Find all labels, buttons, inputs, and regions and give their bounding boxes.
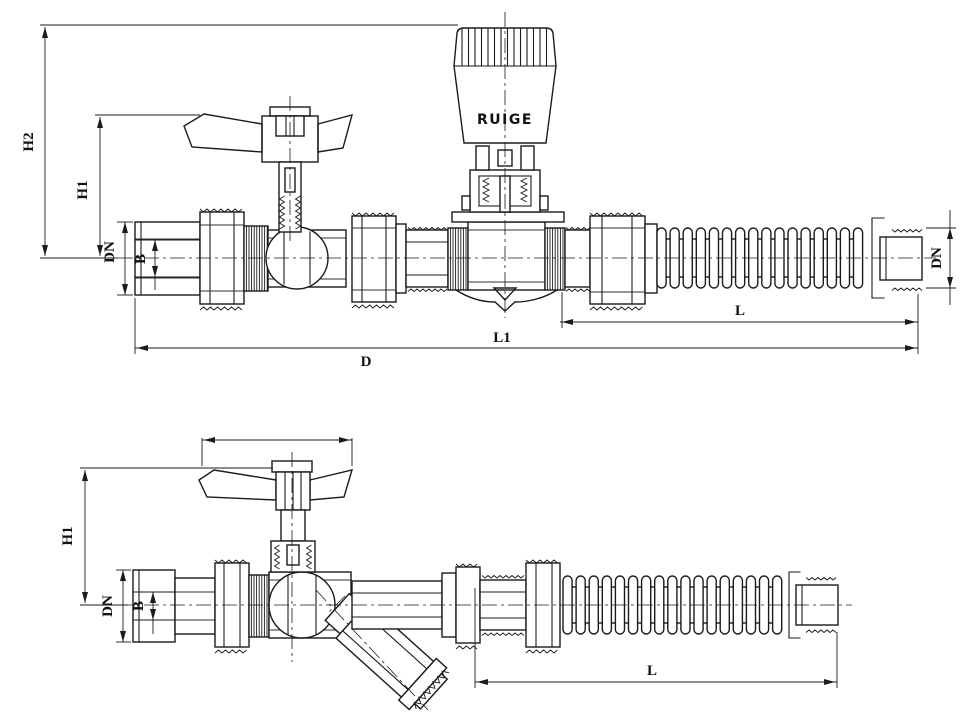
head-ribs [461,28,548,67]
dim-h2: H2 [21,24,458,259]
dim-handle-width [201,438,353,466]
dim-label-h1: H1 [75,180,91,199]
dim-h1-bottom: H1 [60,467,273,606]
brand-label: RUIGE [477,112,533,128]
union-nut-2 [351,215,407,303]
top-assembly-drawing: RUIGE [134,27,923,312]
connector-pipe [405,229,449,288]
top-dim-arrows [42,27,953,351]
dim-label-d: D [361,354,372,370]
tailpiece-left [134,221,201,296]
dim-l-bottom: L [474,588,838,688]
dim-l1: L1 D [134,298,918,370]
hose-union [564,215,658,305]
dim-dn-right: DN [926,210,956,305]
bottom-serrations [214,559,837,654]
top-serrations [199,208,923,311]
bottom-assembly-drawing [132,460,839,711]
stem-springs [278,195,302,230]
dim-label-dn-left: DN [102,241,118,263]
bonnet-springs-2 [273,544,313,570]
dim-label-l-bottom: L [647,663,657,679]
dim-label-b-bottom: B [131,601,147,611]
top-assembly-view: RUIGE [21,12,956,370]
hose-end-fitting-top [871,217,923,299]
bonnet-springs [481,177,529,203]
dim-label-h2: H2 [21,132,37,151]
dim-dn-left: DN [102,221,133,296]
dim-label-h1-bottom: H1 [60,526,76,545]
dim-label-l1: L1 [493,330,511,346]
bottom-dimensions: H1 DN B L [60,437,838,688]
thread-ring-2 [447,227,469,291]
ball-valve-body [265,226,347,290]
dim-label-dn-right: DN [929,247,945,269]
dim-label-b: B [133,254,149,264]
top-dimensions: H2 H1 DN B DN [21,24,956,370]
bottom-dim-arrows [82,437,835,685]
bottom-assembly-view: H1 DN B L [60,437,852,711]
thread-ring-4 [248,574,270,638]
dim-label-l-top: L [735,303,745,319]
strainer-cap-serration [413,670,450,710]
dim-dn-bottom: DN [100,569,131,643]
thread-ring-1 [243,225,269,292]
top-centerlines [118,12,936,318]
bottom-centerlines [118,452,852,711]
thread-ring-3 [544,227,566,291]
thermostatic-valve-body [447,211,566,312]
dim-h1: H1 [75,114,200,256]
dim-label-dn-bottom: DN [100,595,116,617]
lever-handle-2 [198,460,354,573]
